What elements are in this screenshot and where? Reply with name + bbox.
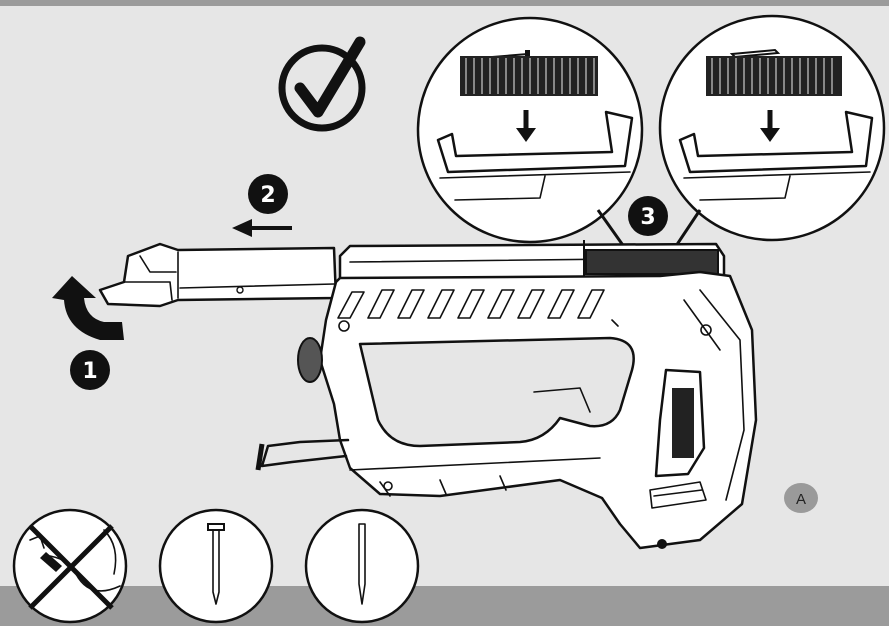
magazine-pusher: [98, 242, 338, 308]
figure-label: A: [796, 491, 806, 508]
arrow-left-icon: [232, 219, 292, 237]
check-circle-icon: [278, 36, 366, 132]
step-1-badge: 1: [70, 350, 110, 390]
step-3-badge: 3: [628, 196, 668, 236]
bottom-bar: [0, 586, 889, 626]
brad-strip-icon: [706, 48, 842, 96]
step-2-label: 2: [260, 183, 275, 208]
top-bar: [0, 0, 889, 6]
no-power-plug-icon: [12, 508, 128, 624]
step-3-label: 3: [640, 205, 655, 230]
magnifier-left: [416, 16, 644, 244]
nail-strip-icon: [460, 50, 598, 96]
body-vents: [337, 289, 605, 319]
figure-label-badge: A: [784, 483, 818, 513]
nailer-tool: [255, 240, 758, 550]
step-1-label: 1: [82, 359, 97, 384]
brad-icon: [304, 508, 420, 624]
curved-arrow-icon: [52, 276, 124, 340]
magnifier-right: [658, 14, 886, 242]
nail-icon: [158, 508, 274, 624]
step-2-badge: 2: [248, 174, 288, 214]
